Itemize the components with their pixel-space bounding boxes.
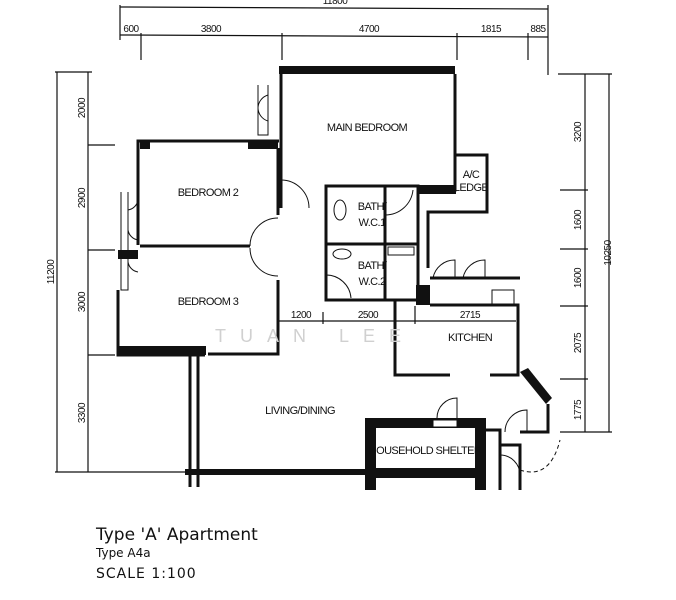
dim-interior-3: 2715 bbox=[460, 310, 481, 321]
dim-top-3: 4700 bbox=[359, 24, 380, 35]
dim-left-3: 3000 bbox=[77, 291, 88, 312]
room-labels: MAIN BEDROOM BEDROOM 2 BEDROOM 3 BATH/ W… bbox=[178, 122, 494, 457]
plan-title: Type 'A' Apartment bbox=[95, 525, 258, 545]
dim-overall-width: 11800 bbox=[323, 0, 349, 7]
label-bedroom-3: BEDROOM 3 bbox=[178, 296, 239, 308]
dim-right-1: 3200 bbox=[573, 121, 584, 142]
label-ac: A/C bbox=[463, 169, 480, 181]
top-dimensions: 11800 600 3800 4700 1815 885 bbox=[119, 0, 549, 75]
walls bbox=[116, 66, 552, 490]
dim-top-5: 885 bbox=[530, 24, 546, 35]
dim-right-5: 1775 bbox=[573, 399, 584, 420]
dim-left-total: 11200 bbox=[46, 259, 57, 285]
dim-top-2: 3800 bbox=[201, 24, 222, 35]
label-ledge: LEDGE bbox=[454, 182, 489, 194]
label-living-dining: LIVING/DINING bbox=[265, 405, 335, 417]
plan-scale: SCALE 1:100 bbox=[96, 566, 197, 582]
dim-left-2: 2900 bbox=[77, 187, 88, 208]
dim-left-1: 2000 bbox=[77, 97, 88, 118]
dim-top-1: 600 bbox=[123, 24, 139, 35]
label-wc-1: W.C.1 bbox=[359, 217, 386, 229]
dim-right-2: 1600 bbox=[573, 209, 584, 230]
plan-subtitle: Type A4a bbox=[95, 546, 151, 560]
dim-right-3: 1600 bbox=[573, 267, 584, 288]
caption: Type 'A' Apartment Type A4a SCALE 1:100 bbox=[95, 525, 258, 582]
label-wc-2: W.C.2 bbox=[359, 276, 386, 288]
dim-right-total: 10250 bbox=[603, 239, 614, 265]
right-dimensions: 10250 3200 1600 1600 2075 1775 bbox=[558, 73, 614, 433]
dim-interior-1: 1200 bbox=[291, 310, 312, 321]
dim-interior-2: 2500 bbox=[358, 310, 379, 321]
watermark: TUAN LEE bbox=[215, 326, 415, 346]
dim-top-4: 1815 bbox=[481, 24, 502, 35]
label-bath-1: BATH/ bbox=[358, 201, 388, 213]
label-main-bedroom: MAIN BEDROOM bbox=[327, 122, 408, 134]
label-kitchen: KITCHEN bbox=[448, 332, 493, 344]
dim-right-4: 2075 bbox=[573, 332, 584, 353]
label-bath-2: BATH/ bbox=[358, 260, 388, 272]
label-household-shelter: HOUSEHOLD SHELTER bbox=[369, 445, 482, 457]
left-dimensions: 11200 2000 2900 3000 3300 bbox=[46, 71, 185, 473]
interior-dimensions: 1200 2500 2715 bbox=[279, 306, 516, 324]
dim-left-4: 3300 bbox=[77, 402, 88, 423]
doors bbox=[127, 94, 561, 476]
label-bedroom-2: BEDROOM 2 bbox=[178, 187, 239, 199]
